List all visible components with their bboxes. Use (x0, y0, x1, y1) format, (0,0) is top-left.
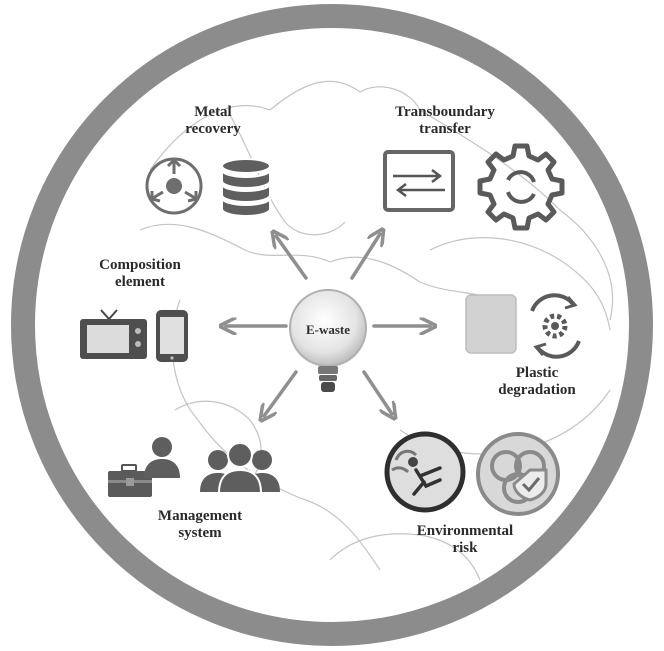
center-label: E-waste (305, 322, 351, 337)
gear-cycle-icon (477, 143, 565, 231)
label-composition-element: Composition element (80, 257, 200, 291)
toxic-fumes-icon (384, 431, 466, 513)
biohazard-shield-icon (476, 432, 560, 516)
arrow-to-management-system (264, 370, 298, 416)
smartphone-icon (156, 310, 188, 362)
label-metal-recovery-line-1: Metal (194, 104, 232, 120)
connector-arrows (226, 234, 430, 416)
recycle-arrows-icon (145, 157, 203, 215)
arrow-to-transboundary-transfer (350, 234, 380, 280)
label-plastic-degradation-line-2: degradation (498, 382, 576, 398)
plastic-block-icon (465, 294, 517, 354)
label-plastic-degradation-line-1: Plastic (515, 365, 559, 381)
label-transboundary-transfer: Transboundary transfer (380, 104, 510, 138)
label-environmental-risk: Environmental risk (400, 523, 530, 557)
label-transboundary-transfer-line-1: Transboundary (395, 104, 495, 120)
label-metal-recovery: Metal recovery (168, 104, 258, 138)
label-plastic-degradation: Plastic degradation (482, 365, 592, 399)
briefcase-icon (108, 464, 152, 497)
transfer-arrows-icon (383, 150, 455, 212)
label-environmental-risk-line-2: risk (452, 540, 478, 556)
label-composition-element-line-2: element (115, 274, 165, 290)
arrow-to-metal-recovery (276, 236, 308, 280)
label-management-system-line-1: Management (157, 508, 243, 524)
label-environmental-risk-line-1: Environmental (416, 523, 514, 539)
label-metal-recovery-line-2: recovery (185, 121, 241, 137)
database-stack-icon (221, 158, 271, 217)
gear-refresh-icon (530, 293, 581, 359)
label-management-system-line-2: system (178, 525, 222, 541)
arrow-to-environmental-risk (362, 370, 392, 414)
lightbulb-icon (289, 289, 367, 392)
label-management-system: Management system (140, 508, 260, 542)
team-people-icon (144, 437, 280, 494)
television-icon (80, 309, 147, 359)
label-transboundary-transfer-line-2: transfer (419, 121, 471, 137)
label-composition-element-line-1: Composition (99, 257, 181, 273)
